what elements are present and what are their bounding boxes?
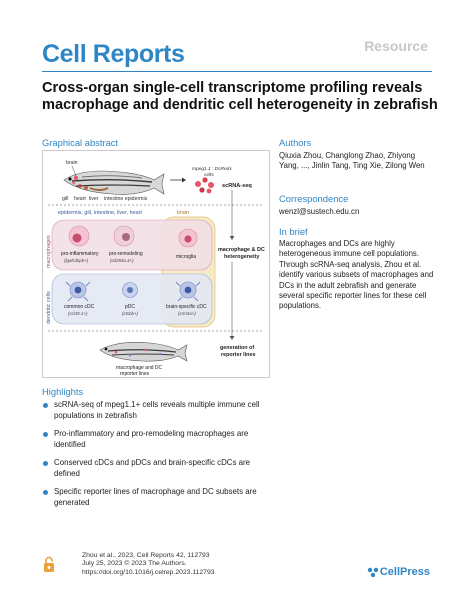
citation-date: July 25, 2023 © 2023 The Authors. xyxy=(82,560,187,568)
article-title: Cross-organ single-cell transcriptome pr… xyxy=(42,80,438,113)
citation-doi[interactable]: https://doi.org/10.1016/j.celrep.2023.11… xyxy=(82,568,215,576)
header-rule xyxy=(42,71,432,72)
common-cdc-cell-icon xyxy=(65,281,91,302)
authors-heading: Authors xyxy=(279,137,312,148)
highlight-text: Specific reporter lines of macrophage an… xyxy=(54,487,257,507)
label-pro-remodeling-gene: (cd294a.4+) xyxy=(110,258,134,263)
label-heart: heart xyxy=(74,196,86,202)
highlight-item: scRNA-seq of mpeg1.1+ cells reveals mult… xyxy=(42,400,270,421)
label-generation-2: reporter lines xyxy=(221,352,255,358)
label-mac-dc-heterogeneity-1: macrophage & DC xyxy=(218,247,265,253)
bullet-icon xyxy=(43,490,48,495)
brain-cdc-cell-icon xyxy=(175,281,201,302)
correspondence-email[interactable]: wenzl@sustech.edu.cn xyxy=(279,207,360,216)
label-microglia: microglia xyxy=(176,254,196,260)
article-category: Resource xyxy=(364,38,428,54)
pro-inflammatory-cell-icon xyxy=(68,225,90,247)
label-reporter-lines-1: macrophage and DC xyxy=(116,365,163,371)
in-brief-text: Macrophages and DCs are highly heterogen… xyxy=(279,239,434,311)
authors-text: Qiuxia Zhou, Changlong Zhao, Zhiyong Yan… xyxy=(279,151,425,171)
label-gill: gill xyxy=(62,196,68,202)
highlight-text: Conserved cDCs and pDCs and brain-specif… xyxy=(54,458,251,478)
label-brain: brain xyxy=(66,160,78,166)
citation-block: Zhou et al., 2023, Cell Reports 42, 1127… xyxy=(82,552,215,577)
label-dendritic-side: dendritic cells xyxy=(46,291,52,324)
label-common-cdc: common cDC xyxy=(64,304,95,310)
label-pro-inflammatory-gene: (lgals3bpb+) xyxy=(64,258,89,263)
journal-name: Cell Reports xyxy=(42,40,185,68)
macrophage-box xyxy=(51,219,213,271)
label-tissue-brain: brain xyxy=(177,210,189,216)
flow-arrow-2-head xyxy=(229,336,235,340)
highlights-heading: Highlights xyxy=(42,386,84,397)
open-access-icon xyxy=(44,556,54,572)
zebrafish-bottom-icon xyxy=(99,342,188,362)
label-intestine-epidermis: intestine epidermis xyxy=(104,196,148,202)
microglia-cell-icon xyxy=(178,228,198,248)
label-common-cdc-gene: (ccl35.1+) xyxy=(68,311,88,316)
label-generation-1: generation of xyxy=(220,345,254,351)
label-tissues-left: epidermis, gill, intestine, liver, heart xyxy=(58,210,142,216)
citation-line: Zhou et al., 2023, Cell Reports 42, 1127… xyxy=(82,552,210,559)
label-reporter-cells: cells xyxy=(204,172,214,178)
label-liver: liver xyxy=(89,196,99,202)
reporter-cells-icon xyxy=(195,177,214,194)
pro-remodeling-cell-icon xyxy=(113,225,135,247)
highlight-item: Specific reporter lines of macrophage an… xyxy=(42,487,270,508)
label-pro-remodeling: pro-remodeling xyxy=(109,251,143,257)
zebrafish-top-icon xyxy=(63,170,165,195)
correspondence-heading: Correspondence xyxy=(279,193,349,204)
highlight-text: Pro-inflammatory and pro-remodeling macr… xyxy=(54,429,249,449)
arrow-to-reporter-head xyxy=(182,177,186,183)
label-pro-inflammatory: pro-inflammatory xyxy=(61,251,99,257)
publisher-logo: CellPress xyxy=(379,566,430,578)
label-macrophages-side: macrophages xyxy=(46,235,52,268)
label-pdc-gene: (ctsbb+) xyxy=(122,311,139,316)
pdc-cell-icon xyxy=(122,282,138,298)
label-mac-dc-heterogeneity-2: heterogeneity xyxy=(224,254,259,260)
bullet-icon xyxy=(43,461,48,466)
highlights-list: scRNA-seq of mpeg1.1+ cells reveals mult… xyxy=(42,400,270,516)
label-brain-cdc-gene: (crm3a+) xyxy=(178,311,196,316)
flow-arrow-1-head xyxy=(229,236,235,240)
dc-box xyxy=(51,273,213,325)
label-reporter-lines-2: reporter lines xyxy=(120,371,150,377)
label-reporter-line: mpeg1.1 : DsRedx xyxy=(192,166,232,172)
in-brief-heading: In brief xyxy=(279,226,308,237)
highlight-item: Conserved cDCs and pDCs and brain-specif… xyxy=(42,458,270,479)
graphical-abstract-figure: brain gill heart liver intestine epiderm… xyxy=(42,150,270,378)
highlight-item: Pro-inflammatory and pro-remodeling macr… xyxy=(42,429,270,450)
brain-pointer xyxy=(71,165,77,177)
bullet-icon xyxy=(43,432,48,437)
label-pdc: pDC xyxy=(125,304,135,310)
cellpress-logo-icon xyxy=(367,567,379,578)
label-scrna: scRNA-seq xyxy=(222,183,252,189)
graphical-abstract-heading: Graphical abstract xyxy=(42,137,119,148)
highlight-text: scRNA-seq of mpeg1.1+ cells reveals mult… xyxy=(54,400,260,420)
label-brain-cdc: brain-specific cDC xyxy=(166,304,207,310)
bullet-icon xyxy=(43,403,48,408)
